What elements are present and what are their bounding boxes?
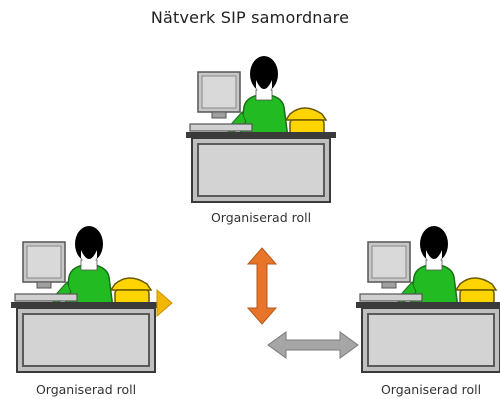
keyboard-icon	[359, 293, 423, 302]
desk-top	[356, 302, 500, 308]
desk-top	[11, 302, 161, 308]
station-right: Organiserad roll	[356, 222, 500, 397]
computer-monitor-icon	[367, 241, 411, 289]
desk-top	[186, 132, 336, 138]
computer-monitor-icon	[197, 71, 241, 119]
desk-icon	[361, 307, 500, 373]
keyboard-icon	[14, 293, 78, 302]
station-label-left: Organiserad roll	[35, 382, 137, 397]
station-left: Organiserad roll	[11, 222, 161, 397]
desk-phone-icon	[454, 277, 498, 305]
desk-phone-icon	[109, 277, 153, 305]
partial-arrowhead	[156, 288, 173, 318]
computer-monitor-icon	[22, 241, 66, 289]
desk-icon	[191, 137, 331, 203]
desk-icon	[16, 307, 156, 373]
station-label-right: Organiserad roll	[380, 382, 482, 397]
person-icon	[50, 226, 114, 309]
vertical-double-arrow	[246, 247, 278, 325]
diagram-title: Nätverk SIP samordnare	[150, 8, 350, 27]
horizontal-double-arrow	[267, 331, 359, 359]
station-top: Organiserad roll	[186, 52, 336, 225]
keyboard-icon	[189, 123, 253, 132]
station-label-top: Organiserad roll	[210, 210, 312, 225]
